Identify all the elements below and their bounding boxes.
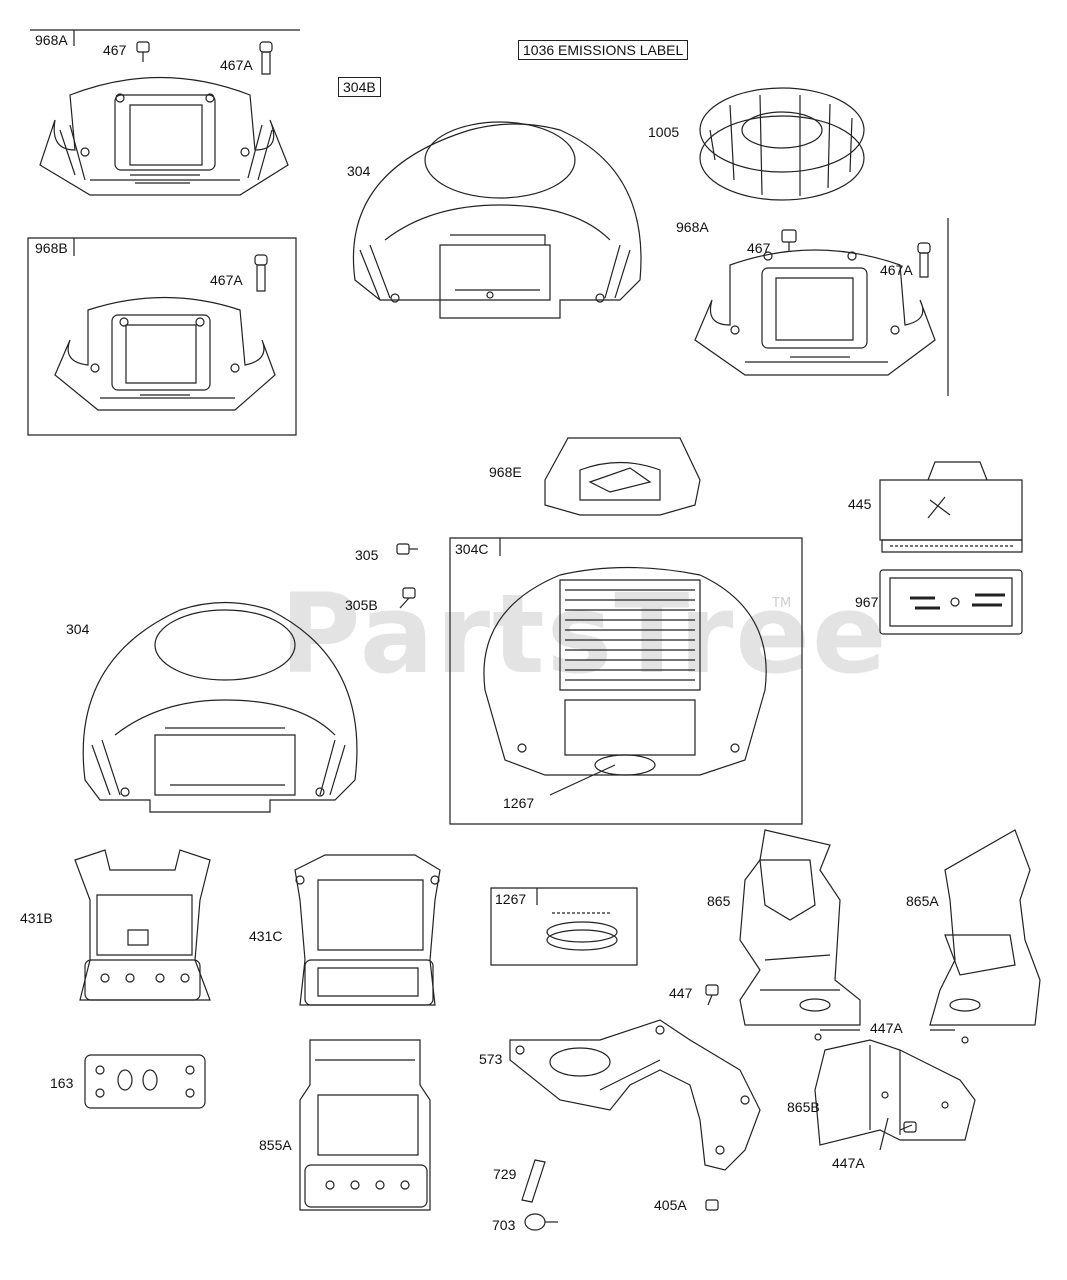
callout-305B: 305B — [345, 597, 378, 613]
fastener-703 — [525, 1214, 558, 1230]
callout-431C: 431C — [249, 928, 283, 944]
tie-729 — [522, 1160, 545, 1202]
callout-447A-b: 447A — [832, 1155, 865, 1171]
shield-865 — [740, 830, 860, 1025]
emissions-label-tag: 1036 EMISSIONS LABEL — [518, 40, 689, 60]
box-1267 — [491, 888, 637, 965]
callout-1005: 1005 — [648, 124, 680, 140]
callout-163: 163 — [50, 1075, 74, 1091]
screw-447 — [706, 985, 718, 1005]
callout-968E: 968E — [489, 464, 522, 480]
box-304C — [450, 538, 802, 824]
blower-housing-304C — [484, 568, 766, 796]
bolt-305 — [397, 544, 418, 554]
callout-447: 447 — [669, 985, 693, 1001]
blower-housing-968A-right — [695, 250, 935, 375]
backplate-573 — [510, 1020, 760, 1170]
callout-703: 703 — [492, 1217, 516, 1233]
callout-467-b: 467 — [747, 240, 771, 256]
blower-housing-304-top — [353, 122, 641, 318]
bolt-467-b — [782, 230, 796, 252]
watermark-text: PartsTree — [280, 570, 889, 698]
callout-865B: 865B — [787, 1099, 820, 1115]
screw-467A-c — [918, 243, 930, 277]
callout-304-bottom: 304 — [66, 621, 90, 637]
callout-431B: 431B — [20, 910, 53, 926]
callout-305: 305 — [355, 547, 379, 563]
baffle-855A — [300, 1040, 430, 1210]
screw-467A-a — [260, 42, 272, 74]
callout-967: 967 — [855, 594, 879, 610]
group-label-968A-top: 968A — [35, 32, 68, 48]
gasket-1267 — [547, 913, 617, 950]
air-filter-445 — [880, 462, 1022, 552]
blower-housing-304-bottom — [83, 603, 357, 813]
shield-865A — [930, 830, 1040, 1025]
watermark-trademark: TM — [772, 596, 792, 611]
baffle-431B — [75, 850, 210, 1000]
watermark: PartsTree — [280, 570, 889, 698]
callout-729: 729 — [493, 1166, 517, 1182]
callout-467A-c: 467A — [880, 262, 913, 278]
group-label-304C: 304C — [455, 541, 489, 557]
blower-housing-968E — [545, 438, 700, 515]
label-decal-967 — [880, 570, 1022, 634]
callout-855A: 855A — [259, 1137, 292, 1153]
callout-467-a: 467 — [103, 42, 127, 58]
flywheel-fan-1005 — [700, 88, 864, 200]
bolt-467-a — [137, 42, 149, 62]
gasket-163 — [85, 1055, 205, 1108]
callout-968A-right: 968A — [676, 219, 709, 235]
baffle-431C — [295, 855, 440, 1005]
frame-968A-top — [30, 30, 300, 46]
bolt-305B — [400, 588, 415, 608]
callout-467A-b: 467A — [210, 272, 243, 288]
callout-445: 445 — [848, 496, 872, 512]
screw-447A-a — [815, 1030, 968, 1043]
callout-865A: 865A — [906, 893, 939, 909]
nut-405A — [706, 1200, 718, 1210]
callout-1267: 1267 — [503, 795, 535, 811]
callout-447A-a: 447A — [870, 1020, 903, 1036]
shield-865B — [815, 1040, 975, 1150]
box-968B — [28, 238, 296, 435]
callout-467A-a: 467A — [220, 57, 253, 73]
group-label-304B: 304B — [338, 77, 381, 97]
blower-housing-968B — [55, 298, 275, 411]
group-label-968B: 968B — [35, 240, 68, 256]
blower-housing-968A-top — [40, 78, 288, 196]
callout-304-top: 304 — [347, 163, 371, 179]
screw-467A-b — [255, 255, 267, 291]
callout-573: 573 — [479, 1051, 503, 1067]
callout-865: 865 — [707, 893, 731, 909]
group-label-1267-box: 1267 — [495, 891, 527, 907]
callout-405A: 405A — [654, 1197, 687, 1213]
